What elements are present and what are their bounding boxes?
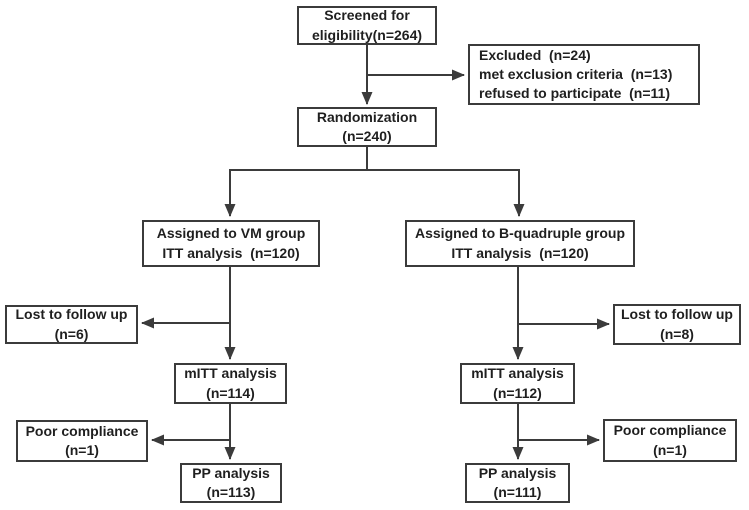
pp-analysis-bq-box: PP analysis (n=111) (465, 463, 570, 503)
poor-compliance-bq-box: Poor compliance (n=1) (603, 419, 737, 462)
assigned-vm-group-box: Assigned to VM group ITT analysis (n=120… (142, 220, 320, 267)
pp-analysis-vm-box: PP analysis (n=113) (180, 463, 282, 503)
mitt-analysis-vm-box: mITT analysis (n=114) (174, 363, 287, 404)
excluded-box: Excluded (n=24) met exclusion criteria (… (468, 44, 700, 105)
randomization-box: Randomization (n=240) (297, 107, 437, 147)
lost-to-follow-up-vm-box: Lost to follow up (n=6) (5, 305, 138, 344)
lost-to-follow-up-bq-box: Lost to follow up (n=8) (613, 304, 741, 345)
poor-compliance-vm-box: Poor compliance (n=1) (16, 420, 148, 462)
mitt-analysis-bq-box: mITT analysis (n=112) (460, 363, 575, 404)
screened-box: Screened for eligibility(n=264) (297, 6, 437, 45)
assigned-b-quadruple-group-box: Assigned to B-quadruple group ITT analys… (405, 220, 635, 267)
